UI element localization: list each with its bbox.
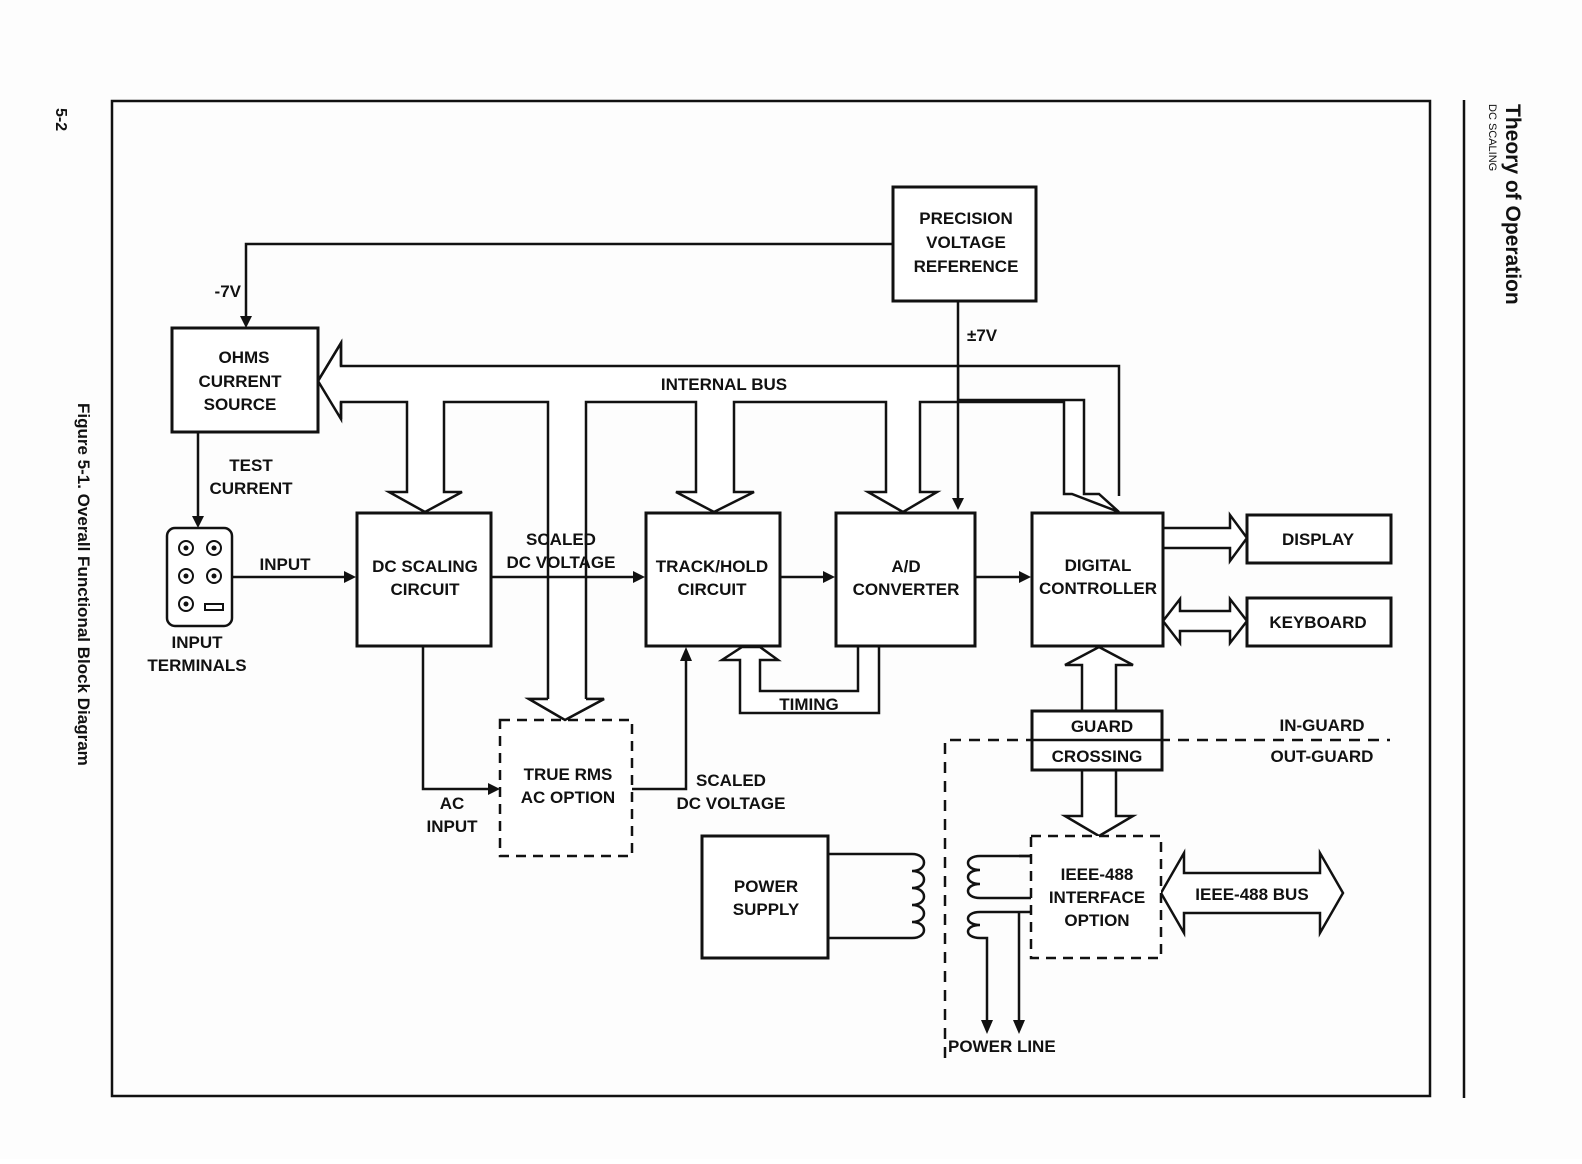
rms-to-th-arrow [680, 647, 692, 661]
power-line-arrow-left [981, 1020, 993, 1034]
page-number: 5-2 [52, 108, 69, 131]
ohms-current-source-block: OHMS CURRENT SOURCE [170, 326, 320, 434]
dcs-line-1: DC SCALING [372, 557, 478, 576]
figure-frame [110, 99, 1432, 1098]
section-subtitle: DC SCALING [1486, 104, 1498, 171]
input-arrow [344, 571, 356, 583]
rms-line-1: TRUE RMS [524, 765, 613, 784]
th-to-ad-arrow [823, 571, 835, 583]
out-guard-label: OUT-GUARD [1271, 747, 1374, 766]
ieee-line-1: IEEE-488 [1061, 865, 1134, 884]
ad-line-2: CONVERTER [853, 580, 960, 599]
guard-line-1: GUARD [1071, 717, 1133, 736]
true-rms-ac-option-block: TRUE RMS AC OPTION [498, 718, 634, 858]
secondary-coil-lower [966, 910, 1031, 1022]
in-guard-label: IN-GUARD [1280, 716, 1365, 735]
display-block: DISPLAY [1245, 513, 1393, 565]
input-label: INPUT [260, 555, 312, 574]
ac-input-label-1: AC [440, 794, 465, 813]
section-title: Theory of Operation [1501, 104, 1524, 305]
ac-input-arrow [488, 783, 500, 795]
guard-boundary [943, 738, 1390, 1058]
secondary-coil-upper [966, 854, 1031, 900]
power-line-arrow-right [1013, 1020, 1025, 1034]
test-current-arrow [192, 516, 204, 528]
dctl-line-2: CONTROLLER [1039, 579, 1157, 598]
ieee-488-interface-option-block: IEEE-488 INTERFACE OPTION [1029, 834, 1163, 960]
ps-line-2: SUPPLY [733, 900, 800, 919]
th-line-2: CIRCUIT [678, 580, 748, 599]
pm7v-to-ad-arrow [952, 498, 964, 510]
ieee-line-2: INTERFACE [1049, 888, 1145, 907]
rms-line-2: AC OPTION [521, 788, 615, 807]
figure-caption: Figure 5-1. Overall Functional Block Dia… [74, 403, 93, 766]
ieee-bus-arrow [1159, 848, 1345, 938]
keyboard-label: KEYBOARD [1269, 613, 1366, 632]
keyboard-arrow [1161, 595, 1249, 647]
ad-to-dc-arrow [1019, 571, 1031, 583]
input-terminals-label-1: INPUT [172, 633, 224, 652]
scaled-dc-bottom-1: SCALED [696, 771, 766, 790]
primary-coil [911, 852, 926, 940]
scaled-dc-bottom-2: DC VOLTAGE [677, 794, 786, 813]
ad-converter-block: A/D CONVERTER [834, 511, 977, 648]
dc-scaling-circuit-block: DC SCALING CIRCUIT [355, 511, 493, 648]
precision-voltage-reference-block: PRECISION VOLTAGE REFERENCE [891, 185, 1038, 303]
ref-to-ohms-arrow [240, 316, 252, 328]
ohms-line-3: SOURCE [204, 395, 277, 414]
ieee-bus-label: IEEE-488 BUS [1195, 885, 1308, 904]
pvr-line-2: VOLTAGE [926, 233, 1006, 252]
internal-bus [316, 338, 1120, 722]
timing-label: TIMING [779, 695, 839, 714]
input-terminals [165, 526, 234, 628]
dc-guard-arrow [1064, 645, 1134, 713]
guard-crossing-block: GUARD CROSSING [1030, 709, 1164, 772]
digital-controller-block: DIGITAL CONTROLLER [1030, 511, 1165, 648]
scaled-dc-top-2: DC VOLTAGE [507, 553, 616, 572]
scaled-dc-arrow [633, 571, 645, 583]
pvr-line-3: REFERENCE [914, 257, 1019, 276]
guard-ieee-arrow [1060, 768, 1138, 838]
minus-7v-label: -7V [215, 282, 242, 301]
test-current-label-1: TEST [229, 456, 273, 475]
guard-line-2: CROSSING [1052, 747, 1143, 766]
keyboard-block: KEYBOARD [1245, 596, 1393, 648]
power-line-label: POWER LINE [948, 1037, 1056, 1056]
scaled-dc-top-1: SCALED [526, 530, 596, 549]
ps-line-1: POWER [734, 877, 798, 896]
ref-to-ohms-line [244, 242, 893, 318]
input-terminals-label-2: TERMINALS [147, 656, 246, 675]
display-label: DISPLAY [1282, 530, 1355, 549]
bus-rms-tip [524, 697, 605, 722]
pm-7v-label: ±7V [967, 326, 998, 345]
ac-input-line [421, 646, 488, 791]
dctl-line-1: DIGITAL [1065, 556, 1132, 575]
bus-head-outline [316, 338, 343, 419]
internal-bus-label: INTERNAL BUS [661, 375, 787, 394]
ohms-line-1: OHMS [219, 348, 270, 367]
ac-input-label-2: INPUT [427, 817, 479, 836]
pvr-line-1: PRECISION [919, 209, 1013, 228]
ad-line-1: A/D [891, 557, 920, 576]
track-hold-circuit-block: TRACK/HOLD CIRCUIT [644, 511, 782, 648]
dcs-line-2: CIRCUIT [391, 580, 461, 599]
pm7v-line [956, 301, 1121, 496]
ieee-line-3: OPTION [1064, 911, 1129, 930]
th-line-1: TRACK/HOLD [656, 557, 768, 576]
rms-to-th-line [632, 659, 688, 791]
to-display-arrow [1161, 511, 1249, 565]
power-supply-block: POWER SUPPLY [700, 834, 830, 960]
ohms-line-2: CURRENT [198, 372, 282, 391]
test-current-label-2: CURRENT [209, 479, 293, 498]
